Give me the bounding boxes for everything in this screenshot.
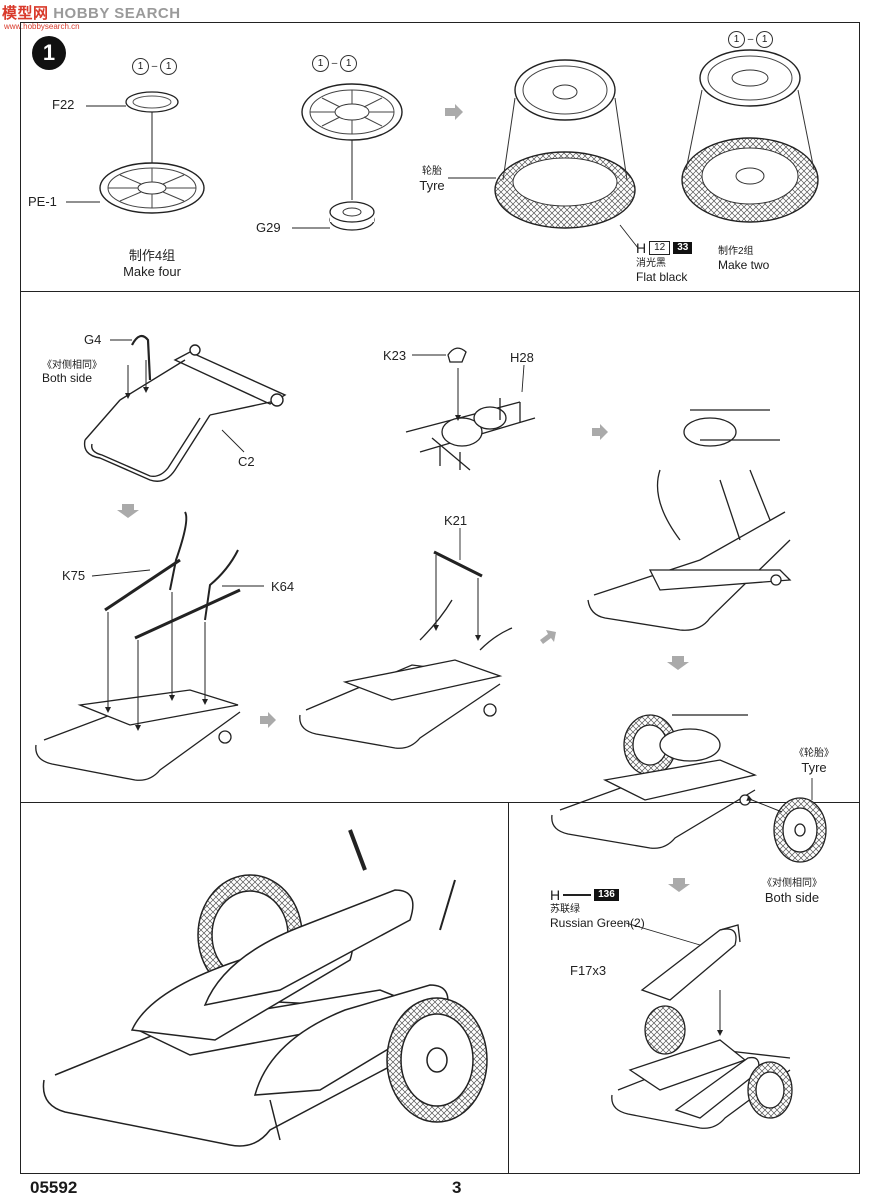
- part-label-k64: K64: [271, 579, 295, 594]
- make-four-en: Make four: [123, 264, 181, 279]
- paint-name-en: Flat black: [636, 270, 688, 284]
- paint-code-flat-black: H 12 33: [636, 240, 693, 256]
- paint-name-zh: 苏联绿: [550, 904, 580, 915]
- qty-dash: –: [747, 34, 754, 45]
- part-hub-disc: [301, 83, 403, 141]
- bottom-left-panel: [20, 802, 509, 1174]
- step-arrow-2: [592, 424, 608, 440]
- step-number-badge: 1: [32, 36, 66, 70]
- tyre-label: 轮胎 Tyre: [412, 166, 452, 194]
- make-two-zh: 制作2组: [718, 246, 754, 257]
- paint-code-dark: 136: [594, 889, 619, 901]
- paint-swatch: [563, 894, 592, 896]
- qty-circle: 1: [340, 55, 358, 72]
- both-side-2-zh: 《对侧相同》: [762, 878, 822, 889]
- both-side-zh: 《对侧相同》: [42, 360, 102, 371]
- part-g29-hub: [329, 201, 375, 231]
- paint-name-flat-black: 消光黑 Flat black: [636, 258, 687, 284]
- sled-with-axle-right: [587, 409, 792, 631]
- kit-code: 05592: [30, 1178, 78, 1197]
- qty-circle: 1: [160, 58, 178, 75]
- both-side-note: 《对侧相同》 Both side: [42, 360, 102, 385]
- step-arrow-4: [540, 630, 556, 644]
- both-side-note-2: 《对侧相同》 Both side: [756, 878, 828, 906]
- step-arrow-down-1: [117, 504, 139, 518]
- part-label-c2: C2: [238, 454, 255, 469]
- axle-subassembly-h28: [405, 347, 536, 471]
- watermark-url: www.hobbysearch.cn: [4, 22, 80, 31]
- part-label-g29: G29: [256, 220, 281, 235]
- make-four-caption: 制作4组 Make four: [92, 248, 212, 280]
- step-arrow-3: [260, 712, 276, 728]
- tyre-side-en: Tyre: [801, 760, 827, 775]
- sled-with-k21-rod: [299, 550, 513, 749]
- both-side-en: Both side: [42, 371, 93, 385]
- sled-wheel-fitting: [551, 714, 827, 863]
- part-label-h28: H28: [510, 350, 534, 365]
- watermark-brand-en: HOBBY SEARCH: [53, 5, 181, 22]
- qty-circle: 1: [756, 31, 774, 48]
- watermark-logo: 模型网 HOBBY SEARCH: [2, 2, 181, 23]
- paint-code-russian-green: H 136: [550, 887, 619, 903]
- paint-name-russian-green: 苏联绿 Russian Green(2): [550, 904, 645, 930]
- shells-trolley-small: [611, 922, 793, 1129]
- both-side-2-en: Both side: [764, 890, 820, 905]
- make-two-en: Make two: [718, 258, 770, 272]
- make-four-zh: 制作4组: [128, 248, 176, 263]
- frame-c2-assembly: [83, 334, 287, 482]
- qty-circle: 1: [728, 31, 745, 48]
- qty-circle: 1: [132, 58, 149, 75]
- tyre-en: Tyre: [419, 178, 445, 193]
- quantity-pair-3: 1 – 1: [728, 31, 774, 48]
- part-label-k21: K21: [444, 513, 468, 528]
- part-label-g4: G4: [84, 332, 102, 347]
- part-label-k23: K23: [383, 348, 407, 363]
- tyre-zh: 轮胎: [422, 166, 442, 177]
- tyre-side-zh: 《轮胎》: [794, 748, 834, 759]
- qty-dash: –: [331, 58, 338, 69]
- paint-code-dark: 33: [673, 242, 693, 254]
- make-two-caption: 制作2组 Make two: [718, 246, 769, 272]
- sled-with-braces: [35, 511, 241, 781]
- tyre-assembly-exploded: [494, 59, 636, 229]
- paint-name-zh: 消光黑: [636, 258, 666, 269]
- page-number: 3: [452, 1178, 462, 1197]
- quantity-pair-1: 1 – 1: [132, 58, 178, 75]
- paint-brand-letter: H: [550, 887, 561, 903]
- part-label-f22: F22: [52, 97, 75, 112]
- tyre-side-note: 《轮胎》 Tyre: [786, 748, 842, 776]
- part-label-pe1: PE-1: [28, 194, 57, 209]
- part-label-f17: F17x3: [570, 963, 607, 978]
- paint-brand-letter: H: [636, 240, 647, 256]
- step-arrow-down-2: [667, 656, 689, 670]
- watermark-brand-cn: 模型网: [2, 5, 49, 22]
- part-label-k75: K75: [62, 568, 86, 583]
- part-pe1-disc: [99, 162, 205, 214]
- step-arrow-down-3: [668, 878, 690, 892]
- quantity-pair-2: 1 – 1: [312, 55, 358, 72]
- paint-name-en: Russian Green(2): [550, 916, 645, 930]
- completed-wheel: [681, 49, 819, 223]
- final-assembly-illustration: [42, 829, 488, 1147]
- qty-dash: –: [151, 61, 158, 72]
- part-f22-ring: [125, 91, 179, 113]
- step-arrow-1: [445, 104, 463, 120]
- qty-circle: 1: [312, 55, 329, 72]
- paint-code: 12: [649, 241, 671, 255]
